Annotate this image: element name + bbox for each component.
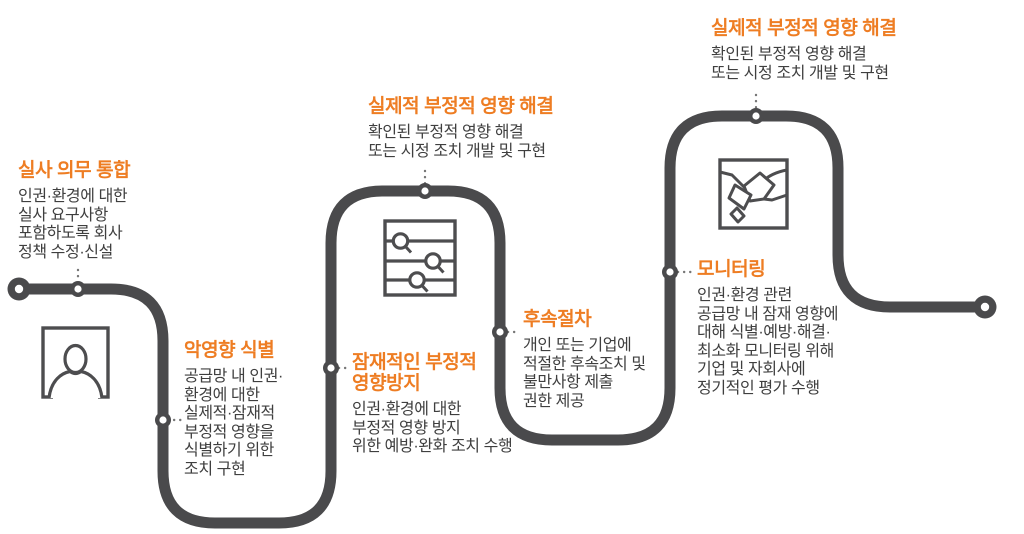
step-1-body: 인권·환경에 대한 실사 요구사항 포함하도록 회사 정책 수정·신설 bbox=[18, 188, 128, 261]
person-icon bbox=[41, 326, 110, 401]
path-node-5 bbox=[492, 324, 508, 340]
step-4: 실제적 부정적 영향 해결 확인된 부정적 영향 해결 또는 시정 조치 개발 … bbox=[368, 96, 554, 161]
path-node-1 bbox=[70, 281, 86, 297]
step-7-body: 확인된 부정적 영향 해결 또는 시정 조치 개발 및 구현 bbox=[711, 46, 889, 82]
step-5: 후속절차 개인 또는 기업에 적절한 후속조치 및 불만사항 제출 권한 제공 bbox=[523, 309, 646, 411]
step-2: 악영향 식별 공급망 내 인권· 환경에 대한 실제적·잠재적 부정적 영향을 … bbox=[184, 340, 283, 479]
step-4-title: 실제적 부정적 영향 해결 bbox=[368, 96, 554, 117]
step-5-title: 후속절차 bbox=[523, 309, 592, 330]
path-node-7 bbox=[748, 108, 764, 124]
step-7-title: 실제적 부정적 영향 해결 bbox=[711, 18, 897, 39]
step-1-title: 실사 의무 통합 bbox=[18, 160, 131, 181]
step-5-body: 개인 또는 기업에 적절한 후속조치 및 불만사항 제출 권한 제공 bbox=[523, 337, 646, 410]
leader-dots bbox=[76, 93, 758, 422]
step-1: 실사 의무 통합 인권·환경에 대한 실사 요구사항 포함하도록 회사 정책 수… bbox=[18, 160, 131, 262]
roadmap-path bbox=[19, 110, 985, 529]
path-node-4 bbox=[417, 183, 433, 199]
step-2-body: 공급망 내 인권· 환경에 대한 실제적·잠재적 부정적 영향을 식별하기 위한… bbox=[184, 368, 283, 478]
step-3-body: 인권·환경에 대한 부정적 영향 방지 위한 예방·완화 조치 수행 bbox=[352, 401, 513, 455]
step-2-title: 악영향 식별 bbox=[184, 340, 275, 361]
path-node-6 bbox=[662, 264, 678, 280]
path-node-2 bbox=[155, 412, 171, 428]
step-6-title: 모니터링 bbox=[697, 259, 766, 280]
step-7: 실제적 부정적 영향 해결 확인된 부정적 영향 해결 또는 시정 조치 개발 … bbox=[711, 18, 897, 83]
path-node-3 bbox=[323, 360, 339, 376]
step-3: 잠재적인 부정적 영향방지 인권·환경에 대한 부정적 영향 방지 위한 예방·… bbox=[352, 352, 513, 457]
step-3-title: 잠재적인 부정적 영향방지 bbox=[352, 352, 477, 394]
path-start-dot bbox=[7, 277, 31, 301]
sliders-icon bbox=[383, 219, 457, 297]
step-4-body: 확인된 부정적 영향 해결 또는 시정 조치 개발 및 구현 bbox=[368, 124, 546, 160]
handshake-icon bbox=[718, 158, 789, 230]
step-6-body: 인권·환경 관련 공급망 내 잠재 영향에 대해 식별·예방·해결· 최소화 모… bbox=[697, 287, 839, 397]
step-6: 모니터링 인권·환경 관련 공급망 내 잠재 영향에 대해 식별·예방·해결· … bbox=[697, 259, 838, 398]
path-end-dot bbox=[973, 295, 997, 319]
